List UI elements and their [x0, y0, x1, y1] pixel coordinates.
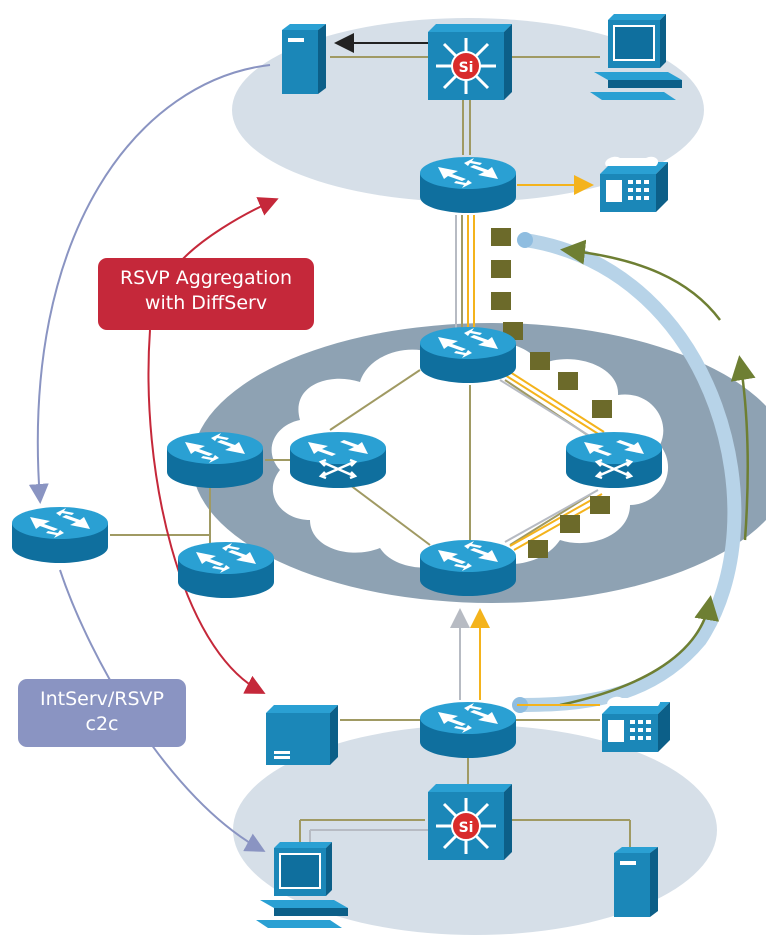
rsvp-arc-top [179, 197, 279, 263]
packet-stream [491, 228, 612, 558]
core-right-xrouter-icon [564, 430, 664, 490]
top-server-icon [282, 24, 326, 94]
green-flow-arrow [560, 239, 721, 321]
top-edge-router-icon [420, 157, 516, 213]
green-flow-arrow [559, 595, 720, 707]
core-left-xrouter-icon [288, 430, 388, 490]
top-phone-icon [600, 156, 668, 212]
rsvp-arc-bottom [147, 329, 266, 694]
core-bottom-router-icon [420, 540, 516, 596]
top-campus-area [232, 18, 704, 202]
bottom-server-tower-icon [614, 847, 658, 917]
intserv-line1: IntServ/RSVP [39, 688, 165, 710]
aggregation-tunnel [513, 233, 742, 712]
far-left-router-icon [12, 507, 108, 563]
rsvp-aggregation-callout: RSVP Aggregation with DiffServ [98, 258, 314, 330]
rsvp-aggregation-line1: RSVP Aggregation [119, 267, 293, 289]
intserv-line2: c2c [85, 712, 119, 735]
core-top-router-icon [420, 327, 516, 383]
top-layer3-switch-icon: Si [426, 22, 514, 102]
intserv-callout: IntServ/RSVP c2c [18, 679, 186, 747]
left-upper-router-icon [167, 432, 263, 488]
intserv-arc-top [28, 64, 271, 504]
left-lower-router-icon [178, 542, 274, 598]
bottom-edge-router-icon [420, 702, 516, 758]
bottom-phone-icon [602, 696, 670, 752]
bottom-switch-label: Si [459, 820, 474, 836]
rsvp-aggregation-line2: with DiffServ [144, 291, 268, 314]
bottom-layer3-switch-icon: Si [426, 782, 514, 862]
top-switch-label: Si [459, 60, 474, 76]
bottom-server-icon [266, 705, 338, 765]
green-flow-arrow [730, 355, 756, 541]
